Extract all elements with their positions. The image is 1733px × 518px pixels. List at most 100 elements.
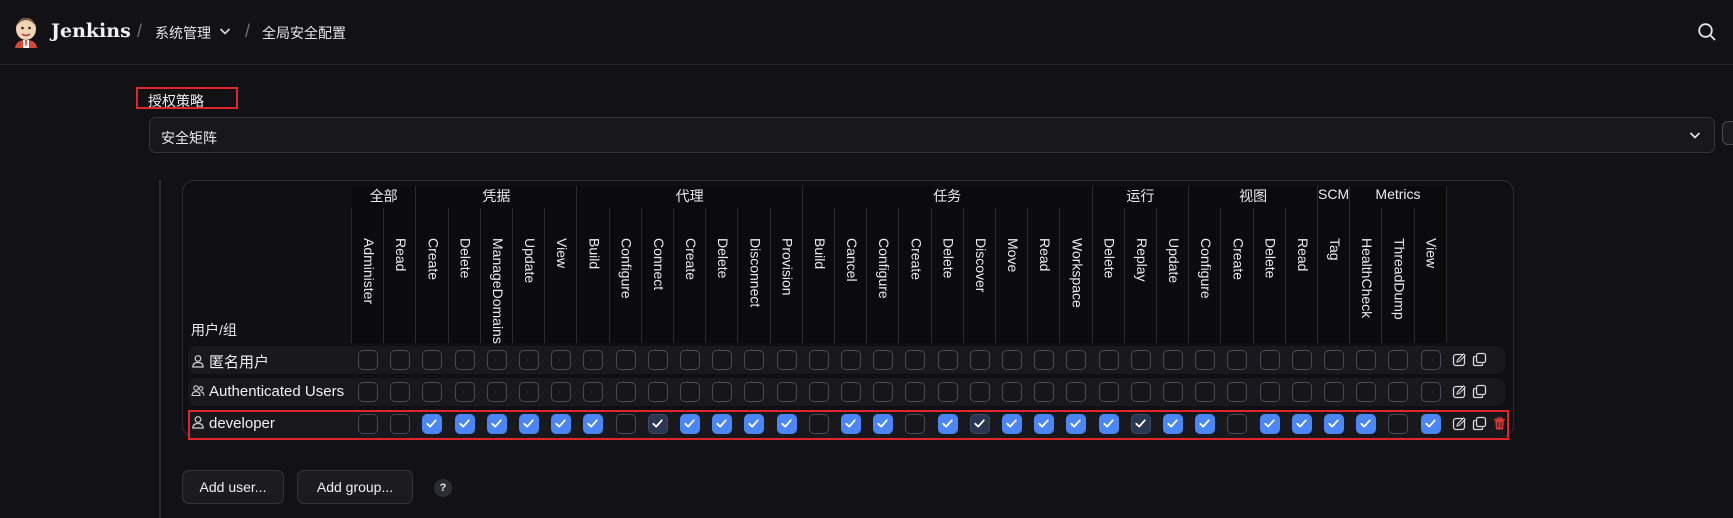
permission-checkbox[interactable] <box>358 382 378 402</box>
permission-checkbox[interactable] <box>1388 414 1409 434</box>
permission-checkbox[interactable] <box>1130 350 1151 370</box>
permission-checkbox[interactable] <box>647 382 668 402</box>
permission-checkbox[interactable] <box>808 382 829 402</box>
edit-icon[interactable] <box>1452 352 1467 367</box>
permission-checkbox[interactable] <box>1356 350 1377 370</box>
permission-checkbox[interactable] <box>1034 414 1055 434</box>
permission-checkbox[interactable] <box>1195 350 1216 370</box>
permission-checkbox[interactable] <box>1356 414 1377 434</box>
permission-checkbox[interactable] <box>454 414 475 434</box>
permission-checkbox[interactable] <box>1227 350 1248 370</box>
permission-checkbox[interactable] <box>808 414 829 434</box>
edit-icon[interactable] <box>1452 384 1467 399</box>
permission-checkbox[interactable] <box>969 382 990 402</box>
permission-checkbox[interactable] <box>1227 414 1248 434</box>
permission-checkbox[interactable] <box>583 382 604 402</box>
permission-checkbox[interactable] <box>647 350 668 370</box>
permission-checkbox[interactable] <box>1163 350 1183 370</box>
permission-checkbox[interactable] <box>1420 382 1441 402</box>
delete-icon[interactable] <box>1492 416 1507 431</box>
permission-checkbox[interactable] <box>1066 382 1087 402</box>
permission-checkbox[interactable] <box>1388 350 1409 370</box>
permission-checkbox[interactable] <box>358 414 378 434</box>
breadcrumb-manage-jenkins[interactable]: 系统管理 <box>155 25 211 41</box>
permission-checkbox[interactable] <box>744 350 765 370</box>
permission-checkbox[interactable] <box>1227 382 1248 402</box>
permission-checkbox[interactable] <box>486 350 507 370</box>
permission-checkbox[interactable] <box>680 350 700 370</box>
permission-checkbox[interactable] <box>712 350 733 370</box>
jenkins-logo-icon[interactable] <box>12 14 40 48</box>
permission-checkbox[interactable] <box>551 350 572 370</box>
edit-icon[interactable] <box>1452 416 1467 431</box>
permission-checkbox[interactable] <box>1259 414 1280 434</box>
permission-checkbox[interactable] <box>905 414 926 434</box>
permission-checkbox[interactable] <box>1259 382 1280 402</box>
permission-checkbox[interactable] <box>1130 414 1151 434</box>
add-user-button[interactable]: Add user... <box>182 470 284 504</box>
permission-checkbox[interactable] <box>454 382 475 402</box>
permission-checkbox[interactable] <box>615 414 636 434</box>
brand-title[interactable]: Jenkins <box>51 20 131 42</box>
permission-checkbox[interactable] <box>776 414 797 434</box>
permission-checkbox[interactable] <box>1259 350 1280 370</box>
permission-checkbox[interactable] <box>1291 350 1312 370</box>
permission-checkbox[interactable] <box>647 414 668 434</box>
permission-checkbox[interactable] <box>1163 382 1183 402</box>
chevron-down-icon[interactable] <box>218 24 232 38</box>
permission-checkbox[interactable] <box>680 414 700 434</box>
permission-checkbox[interactable] <box>937 382 958 402</box>
permission-checkbox[interactable] <box>1324 350 1344 370</box>
permission-checkbox[interactable] <box>519 350 539 370</box>
permission-checkbox[interactable] <box>1002 382 1022 402</box>
permission-checkbox[interactable] <box>1195 414 1216 434</box>
permission-checkbox[interactable] <box>905 350 926 370</box>
permission-checkbox[interactable] <box>712 414 733 434</box>
permission-checkbox[interactable] <box>1130 382 1151 402</box>
permission-checkbox[interactable] <box>583 350 604 370</box>
search-icon[interactable] <box>1697 22 1717 42</box>
permission-checkbox[interactable] <box>519 382 539 402</box>
copy-icon[interactable] <box>1472 352 1487 367</box>
permission-checkbox[interactable] <box>1291 414 1312 434</box>
help-button[interactable]: ? <box>434 479 452 497</box>
permission-checkbox[interactable] <box>969 350 990 370</box>
permission-checkbox[interactable] <box>1002 350 1022 370</box>
permission-checkbox[interactable] <box>422 382 443 402</box>
breadcrumb-global-security[interactable]: 全局安全配置 <box>262 25 346 41</box>
permission-checkbox[interactable] <box>712 382 733 402</box>
permission-checkbox[interactable] <box>1098 414 1119 434</box>
permission-checkbox[interactable] <box>1098 382 1119 402</box>
permission-checkbox[interactable] <box>1420 350 1441 370</box>
permission-checkbox[interactable] <box>390 414 411 434</box>
permission-checkbox[interactable] <box>1163 414 1183 434</box>
permission-checkbox[interactable] <box>873 382 894 402</box>
permission-checkbox[interactable] <box>358 350 378 370</box>
permission-checkbox[interactable] <box>969 414 990 434</box>
copy-icon[interactable] <box>1472 384 1487 399</box>
permission-checkbox[interactable] <box>776 350 797 370</box>
permission-checkbox[interactable] <box>1324 382 1344 402</box>
permission-checkbox[interactable] <box>841 382 861 402</box>
permission-checkbox[interactable] <box>1066 350 1087 370</box>
permission-checkbox[interactable] <box>390 382 411 402</box>
permission-checkbox[interactable] <box>486 414 507 434</box>
permission-checkbox[interactable] <box>1034 382 1055 402</box>
permission-checkbox[interactable] <box>551 382 572 402</box>
permission-checkbox[interactable] <box>454 350 475 370</box>
permission-checkbox[interactable] <box>744 414 765 434</box>
permission-checkbox[interactable] <box>744 382 765 402</box>
permission-checkbox[interactable] <box>1356 382 1377 402</box>
permission-checkbox[interactable] <box>422 350 443 370</box>
permission-checkbox[interactable] <box>615 382 636 402</box>
permission-checkbox[interactable] <box>1388 382 1409 402</box>
permission-checkbox[interactable] <box>937 350 958 370</box>
permission-checkbox[interactable] <box>841 414 861 434</box>
permission-checkbox[interactable] <box>519 414 539 434</box>
permission-checkbox[interactable] <box>808 350 829 370</box>
permission-checkbox[interactable] <box>776 382 797 402</box>
permission-checkbox[interactable] <box>1324 414 1344 434</box>
permission-checkbox[interactable] <box>551 414 572 434</box>
permission-checkbox[interactable] <box>841 350 861 370</box>
permission-checkbox[interactable] <box>1002 414 1022 434</box>
